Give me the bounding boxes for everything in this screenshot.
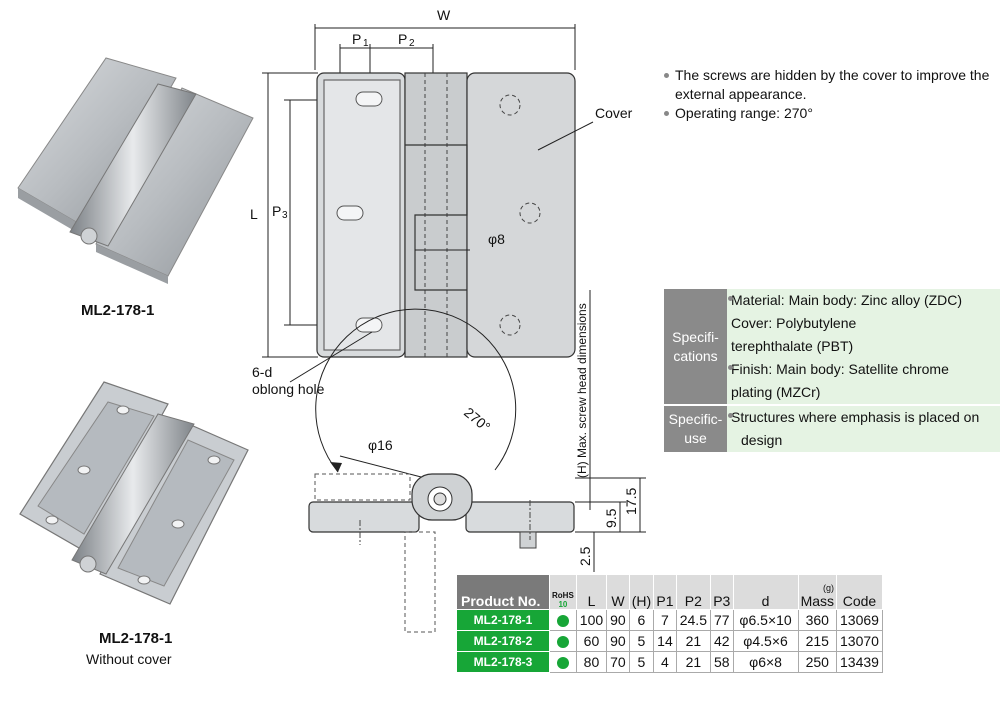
max-screw-label: (H) Max. screw head dimensions [575,303,589,478]
rohs-dot-icon [556,636,569,649]
cell-h: 6 [628,609,655,631]
dim-p2-sub: 2 [409,38,415,49]
spec-material: Material: Main body: Zinc alloy (ZDC) [727,289,1000,312]
spec-material-3: terephthalate (PBT) [727,335,1000,358]
cell-h: 5 [628,630,655,652]
col-l: L [575,574,608,610]
cell-w: 90 [606,609,630,631]
col-h: (H) [628,574,655,610]
specific-use-line-2: design [727,429,1000,452]
cell-p3: 58 [709,651,734,673]
cell-d: φ4.5×6 [732,630,799,652]
cell-l: 60 [575,630,608,652]
cell-code: 13069 [836,609,883,631]
dim-17-5: 17.5 [623,488,639,515]
cell-d: φ6.5×10 [732,609,799,631]
col-product-no: Product No. [456,574,550,610]
table-row: ML2-178-2 60 90 5 14 21 42 φ4.5×6 215 13… [456,630,883,652]
product-no: ML2-178-2 [456,630,550,652]
col-p3: P3 [709,574,734,610]
rohs-dot-icon [556,615,569,628]
hinge-photo-without-cover [19,381,249,605]
spec-material-2: Cover: Polybutylene [727,312,1000,335]
cell-w: 90 [606,630,630,652]
cell-code: 13439 [836,651,883,673]
cell-mass: 215 [797,630,838,652]
dim-phi16: φ16 [368,437,393,453]
spec-table: Specifi-cations Material: Main body: Zin… [664,289,1000,452]
hole-count-label: 6-d [252,364,272,380]
cell-p1: 7 [653,609,677,631]
dim-p1-sub: 1 [363,38,369,49]
specific-use-line: Structures where emphasis is placed on [727,404,1000,429]
feature-item: Operating range: 270° [663,104,1000,123]
dim-phi8: φ8 [488,231,505,247]
spec-finish-2: plating (MZCr) [727,381,1000,405]
hinge-photo-with-cover [17,57,254,284]
feature-list: The screws are hidden by the cover to im… [663,66,1000,123]
cell-p1: 14 [653,630,677,652]
cell-l: 80 [575,651,608,673]
table-row: ML2-178-1 100 90 6 7 24.5 77 φ6.5×10 360… [456,609,883,631]
rohs-cell [549,651,577,673]
cell-p2: 21 [675,630,711,652]
dim-9-5: 9.5 [603,508,619,528]
cell-p2: 21 [675,651,711,673]
cover-label: Cover [595,105,633,121]
photo-caption-1: ML2-178-1 [81,302,155,319]
col-mass: (g) Mass [797,574,838,610]
col-rohs: RoHS 10 [549,574,577,610]
col-p2: P2 [675,574,711,610]
rohs-cell [549,609,577,631]
photo-subcaption-2: Without cover [86,651,172,667]
cell-mass: 360 [797,609,838,631]
spec-finish: Finish: Main body: Satellite chrome [727,358,1000,381]
product-table: Product No. RoHS 10 L W (H) P1 P2 P3 d (… [456,574,883,673]
spec-header: Specifi-cations [664,289,727,405]
col-w: W [606,574,630,610]
col-d: d [732,574,799,610]
cell-p1: 4 [653,651,677,673]
col-code: Code [836,574,883,610]
dim-p3: P [272,203,281,219]
cell-d: φ6×8 [732,651,799,673]
feature-item: The screws are hidden by the cover to im… [663,66,1000,104]
hole-type-label: oblong hole [252,381,325,397]
angle-label: 270° [461,404,493,435]
cell-mass: 250 [797,651,838,673]
dim-2-5: 2.5 [577,546,593,566]
cell-p3: 77 [709,609,734,631]
product-no: ML2-178-1 [456,609,550,631]
table-row: ML2-178-3 80 70 5 4 21 58 φ6×8 250 13439 [456,651,883,673]
product-no: ML2-178-3 [456,651,550,673]
specific-use-header: Specific-use [664,404,727,452]
col-p1: P1 [653,574,677,610]
dim-w: W [437,7,451,23]
rohs-dot-icon [556,657,569,670]
cell-p2: 24.5 [675,609,711,631]
dim-l: L [250,206,258,222]
dim-p3-sub: 3 [282,210,288,221]
dim-p1: P [352,31,361,47]
dim-p2: P [398,31,407,47]
rohs-cell [549,630,577,652]
technical-drawing: W P 1 P 2 L P 3 φ8 Cover 6-d oblong hole… [250,7,646,633]
photo-caption-2: ML2-178-1 [99,630,173,647]
cell-w: 70 [606,651,630,673]
cell-p3: 42 [709,630,734,652]
cell-code: 13070 [836,630,883,652]
cell-l: 100 [575,609,608,631]
cell-h: 5 [628,651,655,673]
